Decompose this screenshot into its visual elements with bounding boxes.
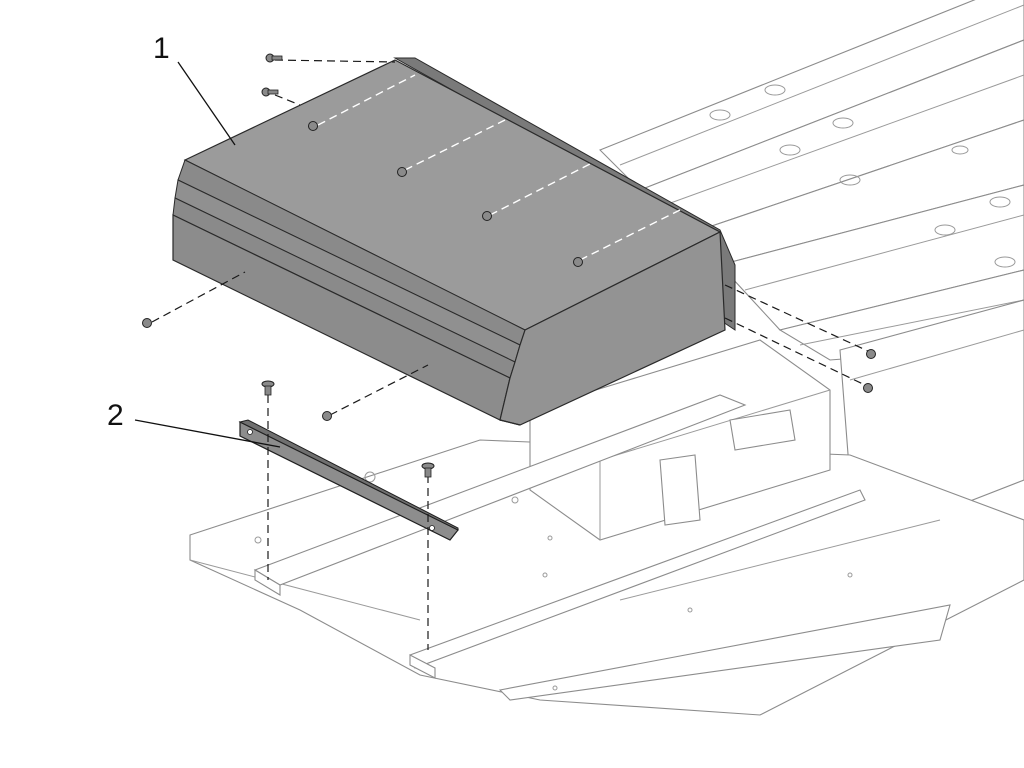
cover-part bbox=[172, 57, 736, 426]
screw-icon bbox=[265, 53, 283, 63]
screw-icon bbox=[397, 167, 407, 177]
screw-icon bbox=[261, 380, 275, 396]
screw-icon bbox=[421, 462, 435, 478]
screw-icon bbox=[482, 211, 492, 221]
screws bbox=[142, 53, 876, 478]
screw-icon bbox=[866, 349, 876, 359]
screw-icon bbox=[573, 257, 583, 267]
callouts: 1 2 bbox=[107, 32, 281, 448]
screw-icon bbox=[261, 87, 279, 97]
fastener-axis-lines bbox=[151, 59, 871, 650]
screw-icon bbox=[308, 121, 318, 131]
callout-1: 1 bbox=[153, 32, 170, 65]
screw-icon bbox=[863, 383, 873, 393]
screw-icon bbox=[142, 318, 152, 328]
callout-2: 2 bbox=[107, 399, 124, 432]
machine-frame bbox=[189, 0, 1024, 716]
strip-part bbox=[238, 419, 459, 541]
screw-icon bbox=[322, 411, 332, 421]
